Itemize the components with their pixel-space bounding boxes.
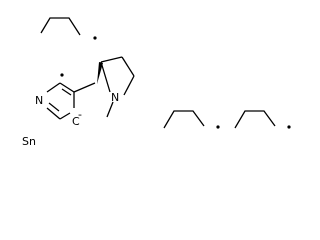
radical-dot xyxy=(287,125,291,129)
ring-bond xyxy=(59,82,75,93)
chemical-structure: N C - N Sn xyxy=(22,17,291,148)
carbanion-carbon-label: C xyxy=(72,115,80,128)
ring-bond-inner xyxy=(61,88,72,96)
butyl-radical-top xyxy=(40,17,97,40)
butyl-radical-bottom-left xyxy=(163,110,220,129)
ring-bond xyxy=(46,82,61,93)
tin-label: Sn xyxy=(22,135,36,148)
pyridine-nitrogen-label: N xyxy=(35,94,43,107)
n-methyl-bond xyxy=(106,101,114,118)
ring-bond-inner xyxy=(48,102,60,112)
pyrrolidine-bond xyxy=(100,61,111,93)
butyl-chain xyxy=(234,110,276,129)
ring-radical-dot xyxy=(60,73,64,77)
methylpyrrolidine: N xyxy=(73,56,135,118)
stereo-wedge-bond xyxy=(97,62,103,84)
pyrrolidine-bond xyxy=(100,56,123,63)
pyridine-ring: N C - xyxy=(35,73,82,128)
radical-dot xyxy=(93,36,97,40)
ring-bond xyxy=(46,107,61,120)
pyrrolidine-nitrogen-label: N xyxy=(111,91,119,104)
pyrrolidine-bond xyxy=(121,56,135,77)
radical-dot xyxy=(216,125,220,129)
butyl-chain xyxy=(163,110,205,129)
ring-bond xyxy=(59,112,71,120)
linking-bond xyxy=(73,82,96,93)
pyrrolidine-bond xyxy=(123,75,135,96)
butyl-chain xyxy=(40,17,81,36)
butyl-radical-bottom-right xyxy=(234,110,291,129)
carbanion-charge-label: - xyxy=(78,108,82,121)
tin-atom: Sn xyxy=(22,135,36,148)
